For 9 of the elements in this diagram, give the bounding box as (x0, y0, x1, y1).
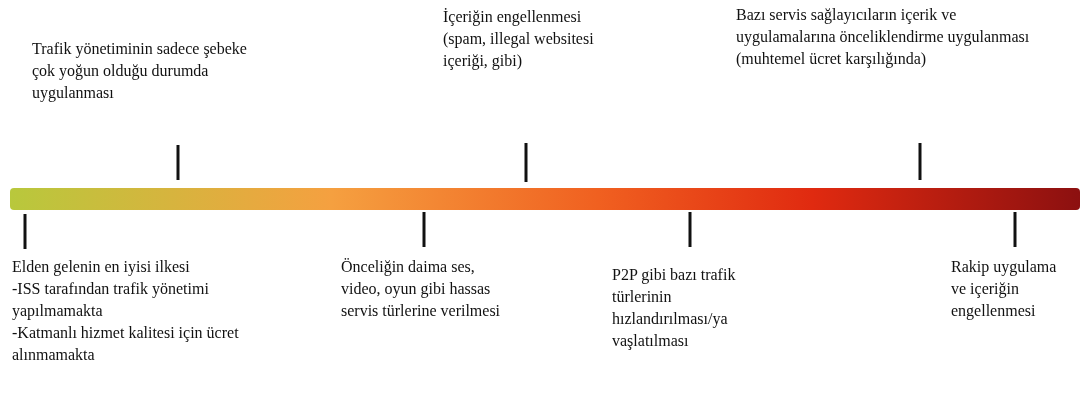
timeline-label: -ISS tarafından trafik yönetimi yapılmamakta (12, 279, 210, 322)
timeline-label: -Katmanlı hizmet kalitesi için ücret alınmamakta (12, 323, 240, 365)
timeline-label: Rakip uygulama ve içeriğin engellenmesi (951, 257, 1058, 322)
timeline-label: İçeriğin engellenmesi (spam, illegal websitesi içeriği, gibi) (443, 7, 595, 72)
timeline-label: Önceliğin daima ses, video, oyun gibi hassas servis türlerine verilmesi (341, 257, 502, 321)
timeline-label: P2P gibi bazı trafik türlerinin hızlandırılması/ya vaşlatılması (612, 265, 737, 352)
timeline-label: Trafik yönetiminin sadece şebeke çok yoğun olduğu durumda uygulanması (32, 39, 248, 104)
timeline-label: Elden gelenin en iyisi ilkesi (12, 257, 191, 278)
timeline-label: Bazı servis sağlayıcıların içerik ve uygulamalarına önceliklendirme uygulanması (muhtemel ücret karşılığında) (736, 5, 1031, 70)
